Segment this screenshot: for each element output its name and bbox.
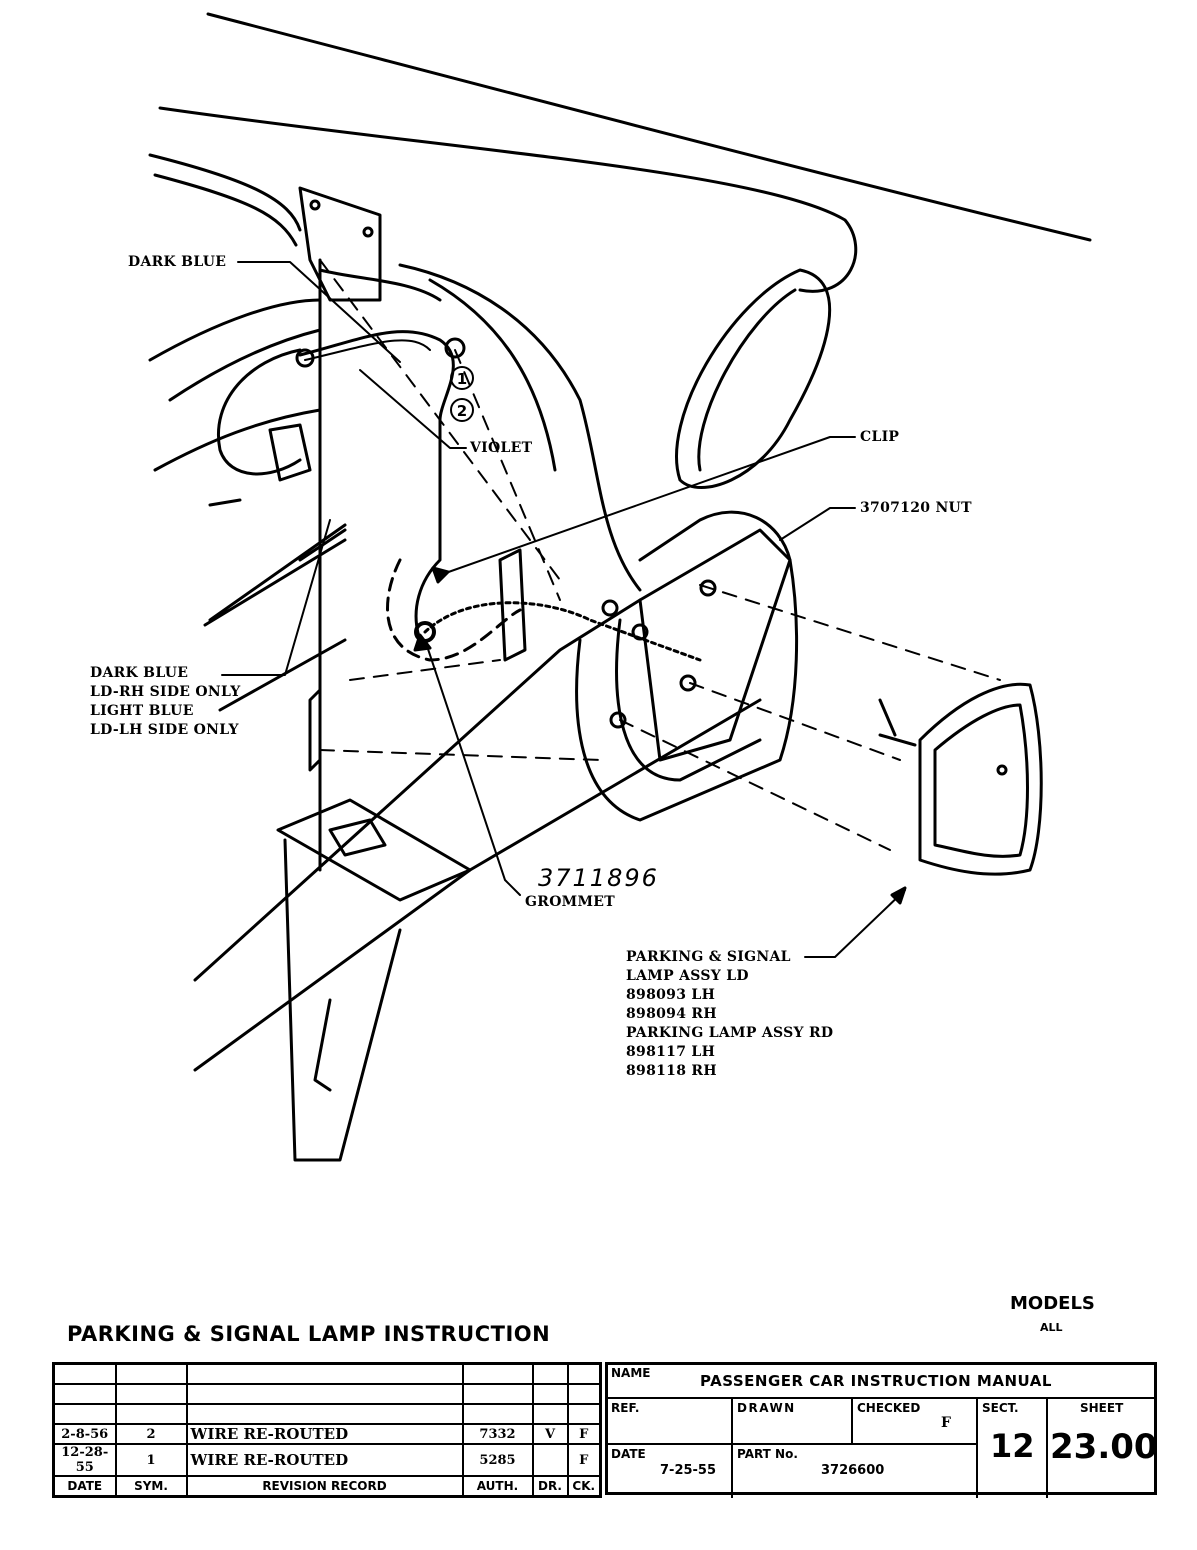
lamp-assy-callout: PARKING & SIGNAL LAMP ASSY LD 898093 LH … <box>626 948 833 1081</box>
wire-color-callout: DARK BLUE LD-RH SIDE ONLY LIGHT BLUE LD-… <box>90 664 241 740</box>
radiator-support <box>318 258 442 872</box>
table-row: 2-8-56 2 WIRE RE-ROUTED 7332 V F <box>52 1423 602 1445</box>
nut-callout: 3707120 NUT <box>860 500 972 516</box>
circle-2-label: 2 <box>457 402 467 420</box>
wire-line: LIGHT BLUE <box>90 703 194 719</box>
circle-1-label: 1 <box>457 370 467 388</box>
checked-value: F <box>941 1415 951 1431</box>
handwritten-part-number: 3711896 <box>538 864 659 892</box>
rev-ck: F <box>566 1443 602 1477</box>
parking-lamp-assembly <box>918 682 1043 876</box>
rev-dr: V <box>531 1423 569 1445</box>
header-auth: AUTH. <box>461 1475 534 1498</box>
header-revision-record: REVISION RECORD <box>185 1475 464 1498</box>
grommet-callout: GROMMET <box>525 894 615 910</box>
lamp-line: PARKING LAMP ASSY RD <box>626 1025 834 1041</box>
sheet-value: 23.00 <box>1050 1427 1158 1467</box>
wire-line: LD-LH SIDE ONLY <box>90 722 239 738</box>
rev-auth: 7332 <box>461 1423 534 1445</box>
rev-ck: F <box>566 1423 602 1445</box>
mounting-bracket <box>298 186 382 302</box>
table-row-empty <box>52 1362 602 1385</box>
part-no-value: 3726600 <box>821 1463 885 1478</box>
header-dr: DR. <box>531 1475 569 1498</box>
violet-callout: VIOLET <box>470 440 533 456</box>
header-ck: CK. <box>566 1475 602 1498</box>
part-no-label: PART No. <box>737 1447 798 1461</box>
lamp-line: 898093 LH <box>626 987 716 1003</box>
lamp-line: PARKING & SIGNAL <box>626 949 791 965</box>
rev-desc: WIRE RE-ROUTED <box>185 1423 464 1445</box>
hood-edge-line <box>206 12 1092 242</box>
lamp-line: 898117 LH <box>626 1044 716 1060</box>
drawn-label: DRAWN <box>737 1401 796 1415</box>
table-row: 12-28-55 1 WIRE RE-ROUTED 5285 F <box>52 1443 602 1477</box>
lamp-line: 898094 RH <box>626 1006 717 1022</box>
rev-desc: WIRE RE-ROUTED <box>185 1443 464 1477</box>
ref-label: REF. <box>611 1401 640 1415</box>
fender-lower-panel <box>575 510 799 822</box>
rev-auth: 5285 <box>461 1443 534 1477</box>
fender-inner-panel <box>398 263 642 592</box>
date-value: 7-25-55 <box>660 1463 717 1478</box>
drawing-title: PARKING & SIGNAL LAMP INSTRUCTION <box>67 1322 551 1346</box>
lamp-line: LAMP ASSY LD <box>626 968 749 984</box>
wire-line: LD-RH SIDE ONLY <box>90 684 241 700</box>
parking-lamp-installation-drawing: 1 2 <box>148 12 1092 1162</box>
dark-blue-callout: DARK BLUE <box>128 254 227 270</box>
date-label: DATE <box>611 1447 646 1461</box>
models-value: ALL <box>1040 1321 1063 1334</box>
checked-label: CHECKED <box>857 1401 921 1415</box>
table-row-empty <box>52 1403 602 1425</box>
clip-callout: CLIP <box>860 429 900 445</box>
table-header-row: DATE SYM. REVISION RECORD AUTH. DR. CK. <box>52 1475 602 1498</box>
circle-1-marker <box>450 366 474 390</box>
rev-sym: 1 <box>114 1443 188 1477</box>
lamp-line: 898118 RH <box>626 1063 717 1079</box>
rev-sym: 2 <box>114 1423 188 1445</box>
models-label: MODELS <box>1010 1293 1095 1314</box>
headlamp-rim <box>675 268 832 489</box>
circle-2-marker <box>450 398 474 422</box>
fender-top-curve <box>158 106 858 293</box>
title-block: NAME PASSENGER CAR INSTRUCTION MANUAL RE… <box>605 1362 1158 1498</box>
name-label: NAME <box>611 1366 651 1380</box>
header-date: DATE <box>52 1475 117 1498</box>
sect-value: 12 <box>990 1427 1035 1465</box>
rev-date: 12-28-55 <box>52 1443 117 1477</box>
rev-dr <box>531 1443 569 1477</box>
sect-label: SECT. <box>982 1401 1019 1415</box>
rev-date: 2-8-56 <box>52 1423 117 1445</box>
name-value: PASSENGER CAR INSTRUCTION MANUAL <box>700 1372 1052 1390</box>
wire-line: DARK BLUE <box>90 665 189 681</box>
revision-table: 2-8-56 2 WIRE RE-ROUTED 7332 V F 12-28-5… <box>52 1362 602 1498</box>
header-sym: SYM. <box>114 1475 188 1498</box>
lamp-housing <box>638 528 792 762</box>
table-row-empty <box>52 1383 602 1405</box>
sheet-label: SHEET <box>1080 1401 1124 1415</box>
